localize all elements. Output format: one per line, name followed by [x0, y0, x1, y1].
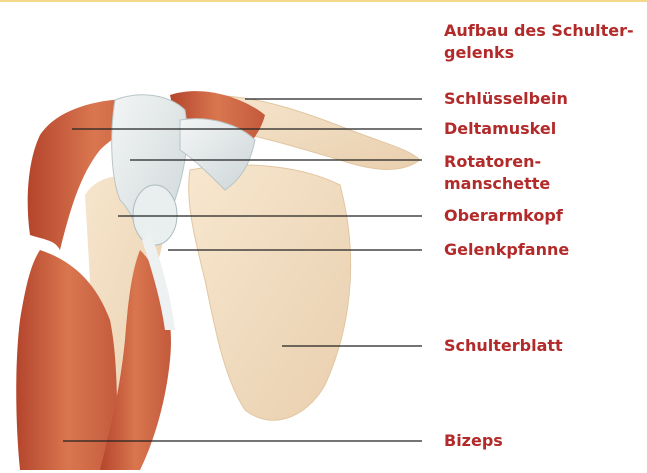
label-deltoid: Deltamuskel [444, 118, 556, 140]
diagram-title: Aufbau des Schulter- gelenks [444, 20, 644, 64]
humeral-head-shape [133, 185, 177, 245]
label-rotator-cuff: Rotatoren- manschette [444, 151, 550, 195]
title-line-2: gelenks [444, 43, 514, 62]
label-rotator-line-1: Rotatoren- [444, 151, 550, 173]
label-scapula: Schulterblatt [444, 335, 563, 357]
label-humeral-head: Oberarmkopf [444, 205, 563, 227]
label-rotator-line-2: manschette [444, 173, 550, 195]
label-clavicle: Schlüsselbein [444, 88, 568, 110]
title-line-1: Aufbau des Schulter- [444, 21, 634, 40]
scapula-shape [189, 165, 351, 420]
label-biceps: Bizeps [444, 430, 503, 452]
label-glenoid: Gelenkpfanne [444, 239, 569, 261]
